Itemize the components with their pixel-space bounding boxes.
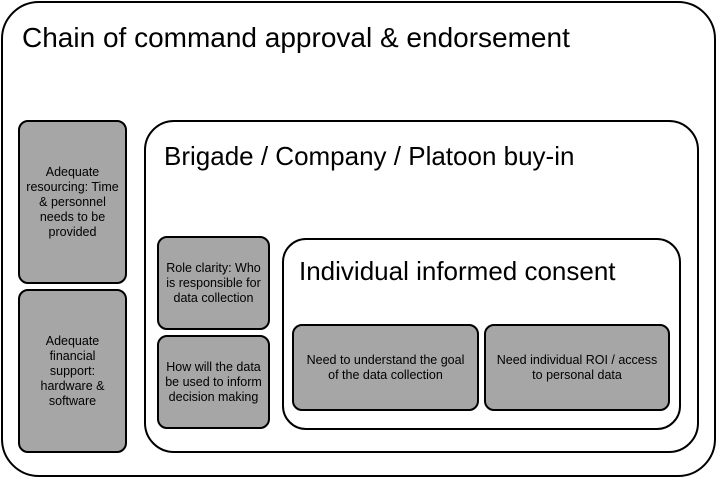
understand-goal-box: Need to understand the goal of the data … [292,324,479,411]
chain-of-command-title: Chain of command approval & endorsement [22,22,570,53]
role-clarity-box: Role clarity: Who is responsible for dat… [157,236,270,330]
individual-roi-text: Need individual ROI / access to personal… [496,352,658,382]
data-use-box: How will the data be used to inform deci… [157,335,270,429]
individual-consent-title: Individual informed consent [299,256,616,286]
brigade-buy-in-title: Brigade / Company / Platoon buy-in [164,141,575,171]
understand-goal-text: Need to understand the goal of the data … [306,352,465,382]
adequate-resourcing-text: Adequate resourcing: Time & personnel ne… [26,164,119,239]
adequate-resourcing-box: Adequate resourcing: Time & personnel ne… [18,120,127,284]
adequate-financial-support-box: Adequate financial support: hardware & s… [18,289,127,453]
adequate-financial-support-text: Adequate financial support: hardware & s… [40,333,105,408]
data-use-text: How will the data be used to inform deci… [165,359,262,404]
individual-roi-box: Need individual ROI / access to personal… [484,324,670,411]
role-clarity-text: Role clarity: Who is responsible for dat… [166,260,261,305]
